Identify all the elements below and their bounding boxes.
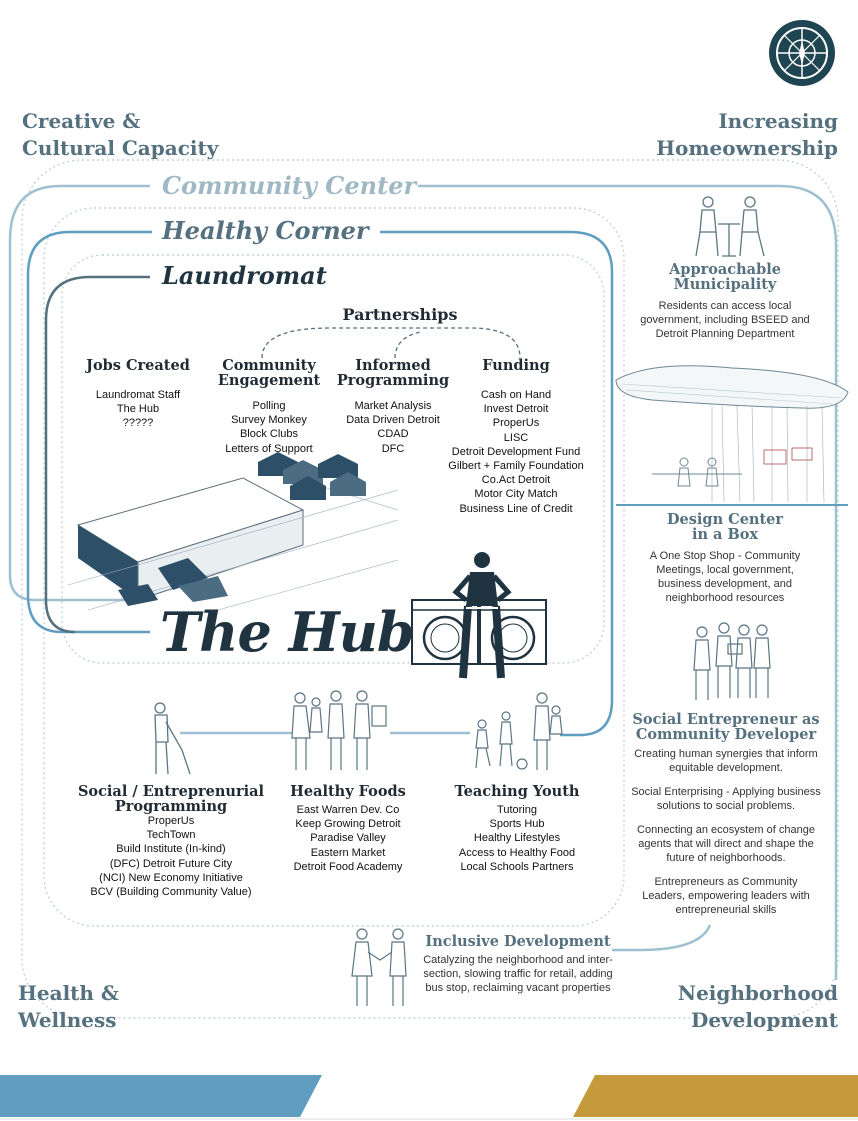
list-item: Polling (252, 400, 286, 412)
list-item: Survey Monkey (231, 414, 307, 427)
teaching-youth-title: Teaching Youth (454, 783, 580, 800)
partnerships-label: Partnerships (342, 305, 458, 324)
inclusive-block: Inclusive Development Catalyzing the nei… (418, 934, 618, 995)
list-item: Cash on Hand (480, 389, 552, 401)
laundry-icon (411, 552, 547, 679)
list-item: Keep Growing Detroit (295, 818, 401, 831)
funding-block: Funding Cash on Hand Invest Detroit Prop… (440, 358, 592, 516)
family-icon (291, 690, 387, 770)
list-item: ProperUs (147, 815, 195, 827)
list-item: DFC (381, 442, 405, 455)
list-item: TechTown (146, 829, 196, 842)
tier-community-center: Community Center (162, 171, 417, 200)
healthy-foods-title: Healthy Foods (290, 783, 406, 800)
list-item: Laundromat Staff (95, 389, 181, 401)
worker-icon (154, 702, 191, 775)
list-item: Business Line of Credit (459, 502, 573, 515)
inclusive-title: Inclusive Development (425, 933, 611, 950)
list-item: Sports Hub (489, 818, 545, 831)
group-icon (693, 622, 771, 700)
list-item: Build Institute (In-kind) (116, 843, 226, 856)
list-item: Invest Detroit (483, 403, 549, 416)
list-item: Local Schools Partners (460, 860, 574, 873)
healthy-foods-block: Healthy Foods East Warren Dev. Co Keep G… (276, 784, 420, 874)
building-icon (68, 452, 399, 611)
teaching-youth-block: Teaching Youth Tutoring Sports Hub Healt… (440, 784, 594, 874)
list-item: Tutoring (497, 804, 537, 816)
list-item: BCV (Building Community Value) (90, 886, 252, 899)
handshake-icon (351, 928, 407, 1006)
list-item: Co.Act Detroit (481, 474, 551, 487)
list-item: Detroit Development Fund (451, 445, 581, 458)
list-item: Eastern Market (310, 846, 386, 859)
tier-healthy-corner: Healthy Corner (162, 216, 369, 245)
funding-title: Funding (482, 357, 550, 374)
list-item: Data Driven Detroit (346, 414, 440, 427)
jobs-created-block: Jobs Created Laundromat Staff The Hub ??… (78, 358, 198, 431)
corner-health-wellness: Health &Wellness (18, 981, 119, 1032)
list-item: Letters of Support (225, 442, 313, 455)
list-item: Detroit Food Academy (293, 860, 403, 873)
list-item: (DFC) Detroit Future City (109, 857, 233, 870)
tier-laundromat: Laundromat (162, 261, 327, 290)
list-item: ????? (122, 417, 154, 430)
hub-title: The Hub (160, 600, 415, 664)
list-item: East Warren Dev. Co (296, 804, 400, 816)
list-item: Access to Healthy Food (458, 846, 576, 859)
list-item: Healthy Lifestyles (473, 832, 561, 845)
list-item: Block Clubs (239, 428, 299, 441)
list-item: (NCI) New Economy Initiative (99, 871, 243, 884)
compass-icon (769, 20, 835, 86)
list-item: LISC (503, 431, 529, 444)
cafe-people-icon (695, 196, 765, 257)
list-item: ProperUs (492, 417, 540, 430)
corner-creative-cultural: Creative &Cultural Capacity (22, 109, 219, 160)
list-item: Motor City Match (474, 488, 558, 501)
pavilion-icon (615, 365, 849, 503)
list-item: Paradise Valley (310, 832, 386, 845)
kids-icon (475, 692, 563, 770)
list-item: CDAD (377, 428, 409, 441)
jobs-created-title: Jobs Created (86, 357, 190, 374)
list-item: Market Analysis (354, 400, 432, 412)
list-item: Gilbert + Family Foundation (448, 460, 584, 473)
list-item: The Hub (116, 403, 160, 416)
